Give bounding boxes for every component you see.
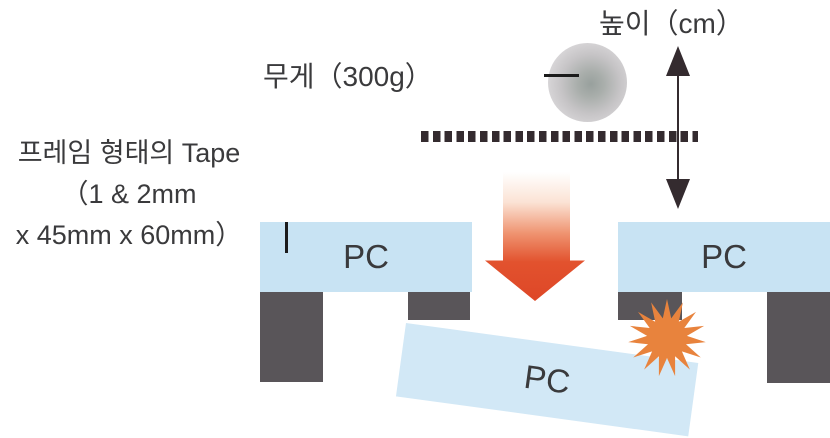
arrow-down-head <box>666 179 690 209</box>
tape-frame-label-line2: （1 & 2mm <box>61 179 197 209</box>
right-pc-plate: PC <box>618 222 830 292</box>
impact-starburst-icon <box>628 299 706 377</box>
tape-frame-label-line3: x 45mm x 60mm） <box>15 220 243 250</box>
right-outer-support <box>767 292 830 383</box>
drop-impact-arrow-icon <box>485 151 585 301</box>
weight-ball-icon <box>548 43 627 122</box>
right-inner-support-stub <box>618 292 682 320</box>
dropped-pc-plate-label: PC <box>521 357 573 401</box>
ball-radius-line <box>544 74 579 77</box>
left-pc-plate-label: PC <box>343 238 389 275</box>
tape-tick-line <box>285 222 288 253</box>
left-outer-support <box>260 292 323 382</box>
left-pc-plate: PC <box>260 222 472 292</box>
tape-frame-label-line1: 프레임 형태의 Tape <box>17 138 241 168</box>
arrow-up-head <box>666 46 690 76</box>
left-inner-support-stub <box>408 292 470 320</box>
weight-label: 무게（300g） <box>263 61 433 92</box>
tape-frame-label: 프레임 형태의 Tape （1 & 2mm x 45mm x 60mm） <box>0 133 258 256</box>
height-label: 높이（cm） <box>599 8 744 39</box>
right-pc-plate-label: PC <box>701 238 747 275</box>
height-dimension-arrow-icon <box>666 46 690 209</box>
starburst-shape <box>628 299 706 377</box>
drop-reference-dotted-line <box>421 131 698 142</box>
arrow-shaft <box>676 72 680 183</box>
